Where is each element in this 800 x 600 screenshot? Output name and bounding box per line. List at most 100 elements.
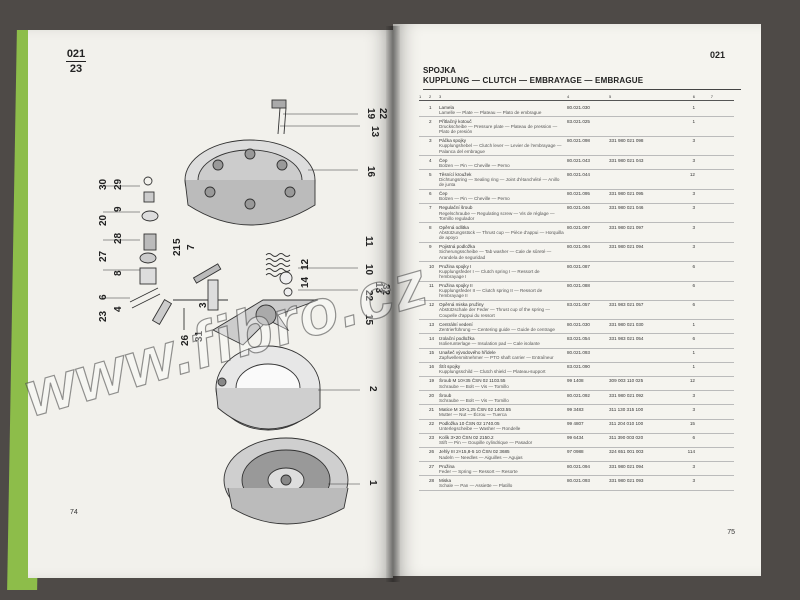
row-note bbox=[695, 302, 713, 318]
row-part-number: 80.021.030 bbox=[567, 104, 590, 110]
callout-27: 27 bbox=[98, 250, 109, 262]
row-part-number: 99 1408 bbox=[567, 378, 584, 384]
row-note bbox=[695, 478, 713, 488]
row-part-number: 83.021.057 bbox=[567, 302, 590, 308]
row-part-number: 80.021.094 bbox=[567, 463, 590, 469]
row-name-czech: Pružina bbox=[439, 463, 455, 469]
row-qty: 3 bbox=[692, 138, 695, 144]
book-gutter bbox=[386, 26, 400, 582]
row-name-czech: Izolační podložka bbox=[439, 335, 475, 341]
row-qty: 3 bbox=[692, 392, 695, 398]
row-qty: 6 bbox=[692, 435, 695, 441]
row-code: 331 980 021 046 bbox=[609, 205, 644, 211]
callout-16: 16 bbox=[365, 166, 376, 178]
row-name-czech: Páčka spojky bbox=[439, 138, 467, 144]
row-position: 20 bbox=[429, 392, 435, 398]
row-note bbox=[695, 350, 713, 360]
row-name-czech: Miska bbox=[439, 477, 451, 483]
row-name-czech: Opěrná miska pružiny bbox=[439, 302, 484, 308]
carrier-drawing bbox=[173, 263, 319, 346]
leader-lines bbox=[103, 113, 360, 485]
row-part-number: 99 3483 bbox=[567, 406, 584, 412]
row-part-number: 80.021.093 bbox=[567, 477, 590, 483]
row-note bbox=[695, 322, 713, 332]
row-name-translations: Schale — Pan — Assiette — Platillo bbox=[439, 482, 513, 488]
row-name-czech: Opěrná odlitka bbox=[439, 224, 469, 230]
right-page: 021 SPOJKA KUPPLUNG — CLUTCH — EMBRAYAGE… bbox=[393, 24, 761, 576]
row-name-czech: Pružina spojky II bbox=[439, 282, 473, 288]
row-position: 16 bbox=[429, 364, 435, 370]
row-qty: 12 bbox=[689, 378, 695, 384]
callout-3: 3 bbox=[198, 302, 209, 308]
row-note bbox=[695, 191, 713, 201]
clutch-exploded-drawing: 19 22 13 16 30 29 9 20 28 27 8 6 23 4 5 … bbox=[98, 99, 391, 525]
row-name-translations: Feder — Spring — Ressort — Resorte bbox=[439, 468, 518, 474]
row-group bbox=[419, 393, 429, 403]
row-note bbox=[695, 264, 713, 280]
row-qty: 1 bbox=[692, 104, 695, 110]
row-qty: 3 bbox=[692, 406, 695, 412]
row-note bbox=[695, 105, 713, 115]
row-group bbox=[419, 191, 429, 201]
callout-26: 26 bbox=[180, 334, 191, 346]
row-note bbox=[695, 283, 713, 299]
row-group bbox=[419, 283, 429, 299]
row-group bbox=[419, 364, 429, 374]
row-code: 324 651 001 003 bbox=[609, 449, 644, 455]
row-part-number: 80.021.095 bbox=[567, 191, 590, 197]
col-header: 6 bbox=[692, 94, 695, 99]
row-name-translations: Stift — Pin — Goupille cylindrique — Pas… bbox=[439, 440, 533, 446]
row-code: 331 983 021 054 bbox=[609, 335, 644, 341]
row-note bbox=[695, 407, 713, 417]
row-qty: 1 bbox=[692, 321, 695, 327]
row-qty: 1 bbox=[692, 118, 695, 124]
row-part-number: 80.021.097 bbox=[567, 224, 590, 230]
row-code bbox=[609, 283, 673, 299]
row-code bbox=[609, 364, 673, 374]
row-note bbox=[695, 364, 713, 374]
row-position: 19 bbox=[429, 378, 435, 384]
row-position: 26 bbox=[429, 449, 435, 455]
row-group bbox=[419, 158, 429, 168]
small-parts-drawing bbox=[129, 176, 185, 330]
row-group bbox=[419, 435, 429, 445]
row-name-czech: Pojistná podložka bbox=[439, 244, 476, 250]
row-position: 13 bbox=[429, 321, 435, 327]
row-name-translations: Nadeln — Needles — Aiguilles — Agujas bbox=[439, 454, 523, 460]
row-name-translations: Druckscheibe — Pressure plate — Plateau … bbox=[439, 123, 558, 135]
row-name-translations: Sicherungsscheibe — Tab washer — Cale de… bbox=[439, 249, 552, 260]
row-name-translations: Kupplungsfeder I — Clutch spring I — Res… bbox=[439, 268, 540, 279]
row-qty: 3 bbox=[692, 224, 695, 230]
callout-5: 5 bbox=[172, 238, 183, 244]
row-code bbox=[609, 119, 673, 135]
row-name-czech: Centrální vedení bbox=[439, 321, 473, 327]
row-group bbox=[419, 244, 429, 260]
section-code-bar bbox=[66, 61, 86, 62]
row-name-czech: Čep bbox=[439, 191, 448, 197]
callout-14: 14 bbox=[300, 276, 311, 288]
row-part-number: 80.021.043 bbox=[567, 157, 590, 163]
row-position: 27 bbox=[429, 463, 435, 469]
callout-23: 23 bbox=[98, 310, 109, 322]
row-part-number: 99 4807 bbox=[567, 420, 584, 426]
row-part-number: 80.021.098 bbox=[567, 138, 590, 144]
row-name-translations: Bolzen — Pin — Cheville — Perno bbox=[439, 196, 510, 202]
row-position: 1 bbox=[429, 104, 432, 110]
callout-19: 19 bbox=[365, 108, 376, 120]
callout-20: 20 bbox=[98, 214, 109, 226]
row-qty: 15 bbox=[689, 420, 695, 426]
